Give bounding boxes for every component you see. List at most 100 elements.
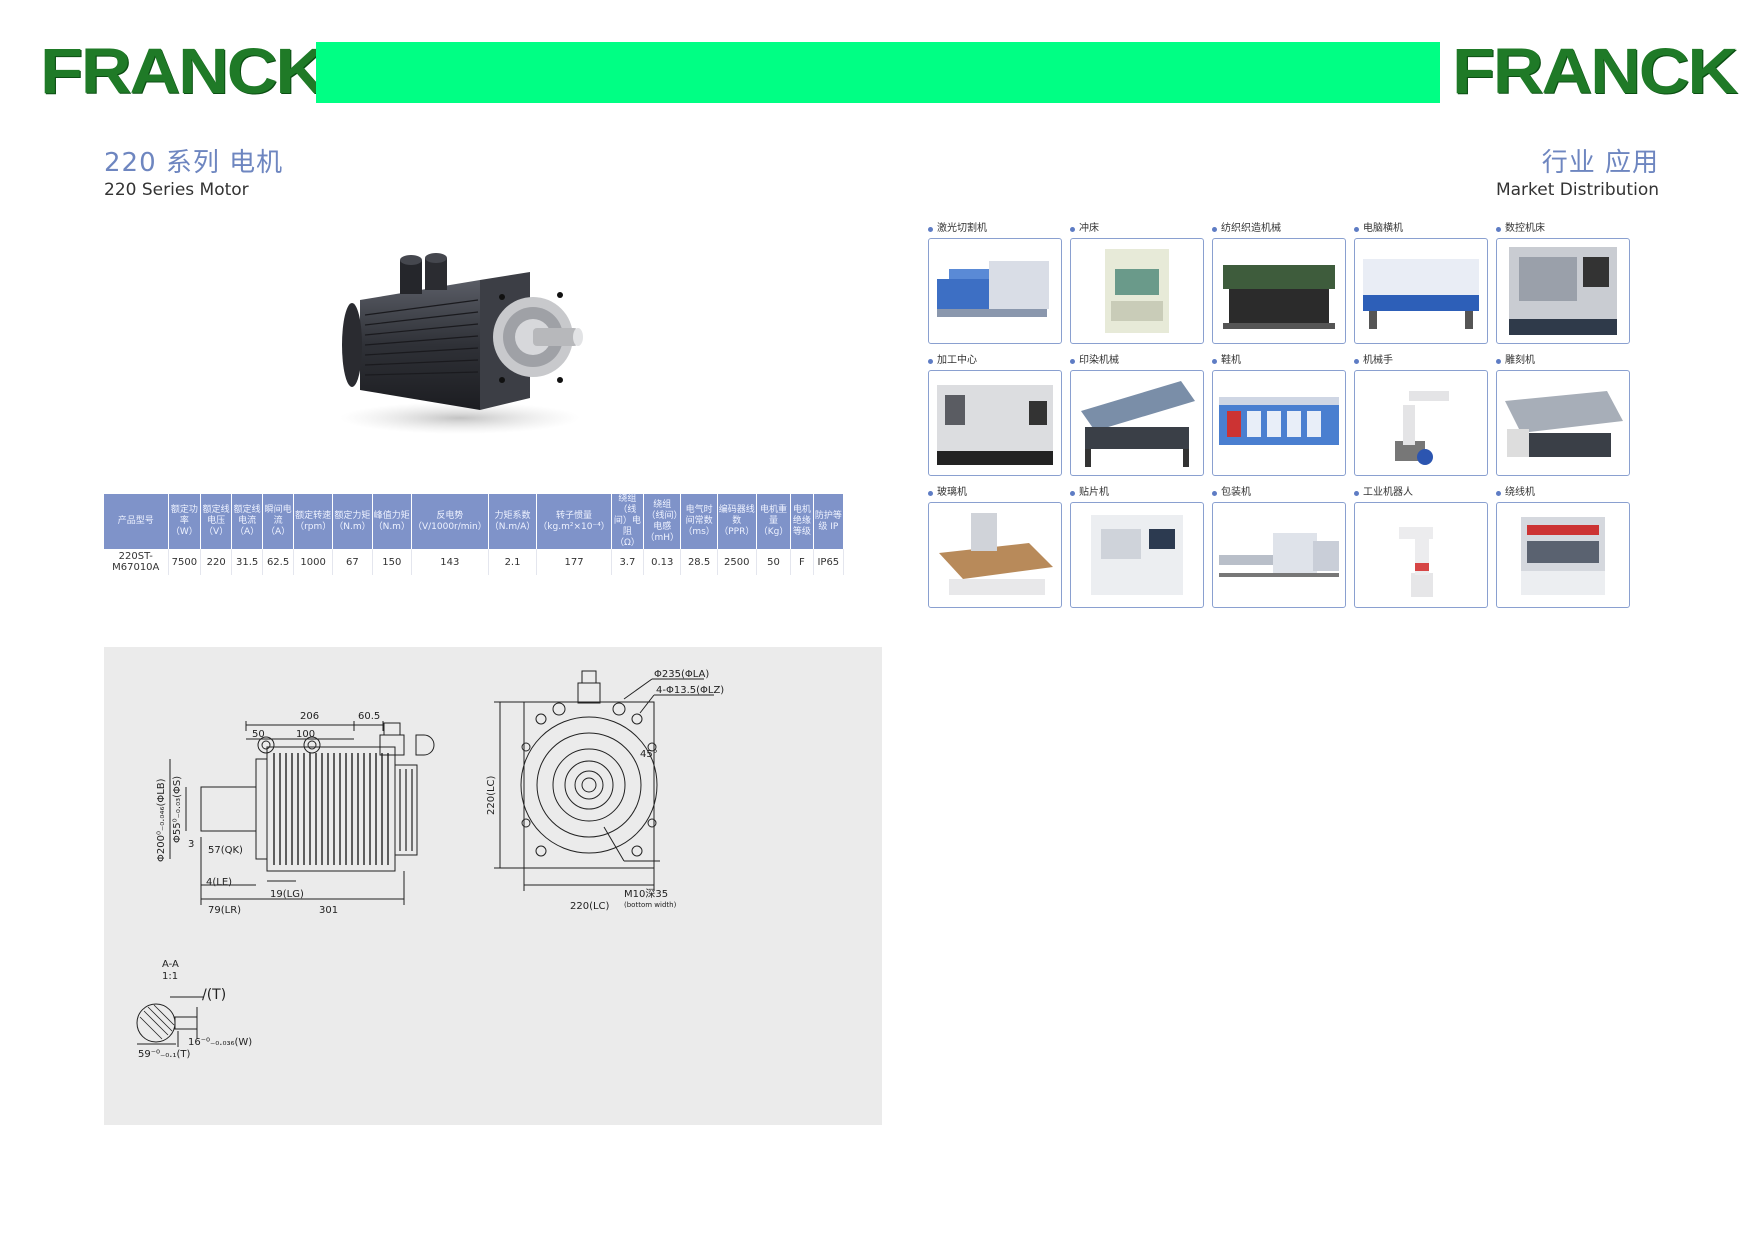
dim-45deg: 45° [640,749,658,760]
bullet-icon [1070,490,1075,496]
app-image-frame [1496,238,1630,344]
app-engraving-machine: 雕刻机 [1496,354,1630,476]
dim-phi235: Φ235(ΦLA) [654,669,709,680]
bullet-icon [1212,226,1217,232]
header-cell: 额定转速（rpm） [293,494,334,549]
app-smt-machine: 贴片机 [1070,486,1204,608]
dim-4: 4(LE) [206,877,232,888]
bullet-icon [1354,226,1359,232]
app-label: 贴片机 [1079,487,1109,498]
app-label: 机械手 [1363,355,1393,366]
table-cell: 62.5 [262,549,295,575]
table-cell: 1000 [293,549,334,575]
bullet-icon [1354,358,1359,364]
header-cell: 峰值力矩（N.m） [372,494,412,549]
header-cell: 力矩系数（N.m/A） [488,494,538,549]
app-image-frame [1070,370,1204,476]
bullet-icon [1212,490,1217,496]
app-label: 激光切割机 [937,223,987,234]
app-image-frame [1070,238,1204,344]
app-label: 印染机械 [1079,355,1119,366]
app-image-frame [1354,238,1488,344]
header-cell: 绕组（线间）电感（mH） [643,494,682,549]
app-shoe-machine: 鞋机 [1212,354,1346,476]
app-image-frame [928,370,1062,476]
table-cell: 0.13 [643,549,682,575]
bullet-icon [1496,226,1501,232]
dim-19: 19(LG) [270,889,304,900]
header-cell: 绕组（线间）电阻（Ω） [611,494,644,549]
table-cell: F [790,549,814,575]
table-cell: 3.7 [611,549,644,575]
app-label: 包装机 [1221,487,1251,498]
table-cell: 220ST-M67010A [104,549,169,575]
header-green-band [316,42,1440,103]
app-robot-arm: 机械手 [1354,354,1488,476]
table-cell: 7500 [168,549,202,575]
app-image-frame [1212,370,1346,476]
dim-m10-note: (bottom width) [624,901,677,909]
app-image-frame [1354,502,1488,608]
app-label: 纺织织造机械 [1221,223,1281,234]
app-packaging-machine: 包装机 [1212,486,1346,608]
header-cell: 额定力矩（N.m） [332,494,373,549]
dim-16: 16⁻⁰₋₀.₀₃₆(W) [188,1037,252,1048]
market-title-en: Market Distribution [1495,180,1659,200]
app-image-frame [1496,370,1630,476]
table-cell: 31.5 [231,549,264,575]
dim-100: 100 [296,729,315,740]
app-winding-machine: 绕线机 [1496,486,1630,608]
app-label: 鞋机 [1221,355,1241,366]
bullet-icon [1354,490,1359,496]
app-image-frame [1070,502,1204,608]
motor-product-photo [330,240,600,440]
table-row: 220ST-M67010A 7500 220 31.5 62.5 1000 67… [104,549,845,575]
app-image-frame [1212,238,1346,344]
dim-220-horizontal: 220(LC) [570,901,610,912]
header-cell: 电机重量（Kg） [756,494,792,549]
bullet-icon [928,490,933,496]
app-machining-center: 加工中心 [928,354,1062,476]
bullet-icon [1070,358,1075,364]
app-label: 数控机床 [1505,223,1545,234]
dim-m10: M10深35 [624,888,668,900]
table-cell: 2500 [717,549,757,575]
section-label: A-A [162,959,179,970]
dim-60-5: 60.5 [358,711,380,722]
franck-logo-right: FRANCK [1452,35,1738,107]
bullet-icon [1212,358,1217,364]
section-scale: 1:1 [162,971,178,982]
header-cell: 转子惯量（kg.m²×10⁻⁴） [536,494,612,549]
app-label: 玻璃机 [937,487,967,498]
header-cell: 电气时间常数（ms） [680,494,718,549]
app-label: 电脑横机 [1363,223,1403,234]
app-textile-machine: 纺织织造机械 [1212,222,1346,344]
dim-holes: 4-Φ13.5(ΦLZ) [656,685,724,696]
table-cell: 143 [411,549,489,575]
product-title-en: 220 Series Motor [104,180,249,200]
bullet-icon [928,226,933,232]
table-cell: 67 [332,549,373,575]
header-cell: 编码器线数（PPR） [717,494,757,549]
bullet-icon [928,358,933,364]
header-cell: 产品型号 [104,494,169,549]
app-label: 绕线机 [1505,487,1535,498]
table-cell: 50 [756,549,792,575]
app-image-frame [1354,370,1488,476]
app-label: 工业机器人 [1363,487,1413,498]
dim-50: 50 [252,729,265,740]
app-image-frame [1212,502,1346,608]
app-image-frame [928,238,1062,344]
dim-59: 59⁻⁰₋₀.₁(T) [138,1049,190,1060]
spec-table-header-row: 产品型号 额定功率（W） 额定线电压（V） 额定线电流（A） 瞬间电流（A） 额… [104,494,845,549]
app-cnc-lathe: 数控机床 [1496,222,1630,344]
dim-206: 206 [300,711,319,722]
table-cell: 28.5 [680,549,718,575]
header-cell: 瞬间电流（A） [262,494,295,549]
bullet-icon [1496,490,1501,496]
header-cell: 反电势（V/1000r/min） [411,494,489,549]
franck-logo-left: FRANCK [40,35,326,107]
app-laser-cutter: 激光切割机 [928,222,1062,344]
app-industrial-robot: 工业机器人 [1354,486,1488,608]
header-cell: 额定线电压（V） [200,494,233,549]
